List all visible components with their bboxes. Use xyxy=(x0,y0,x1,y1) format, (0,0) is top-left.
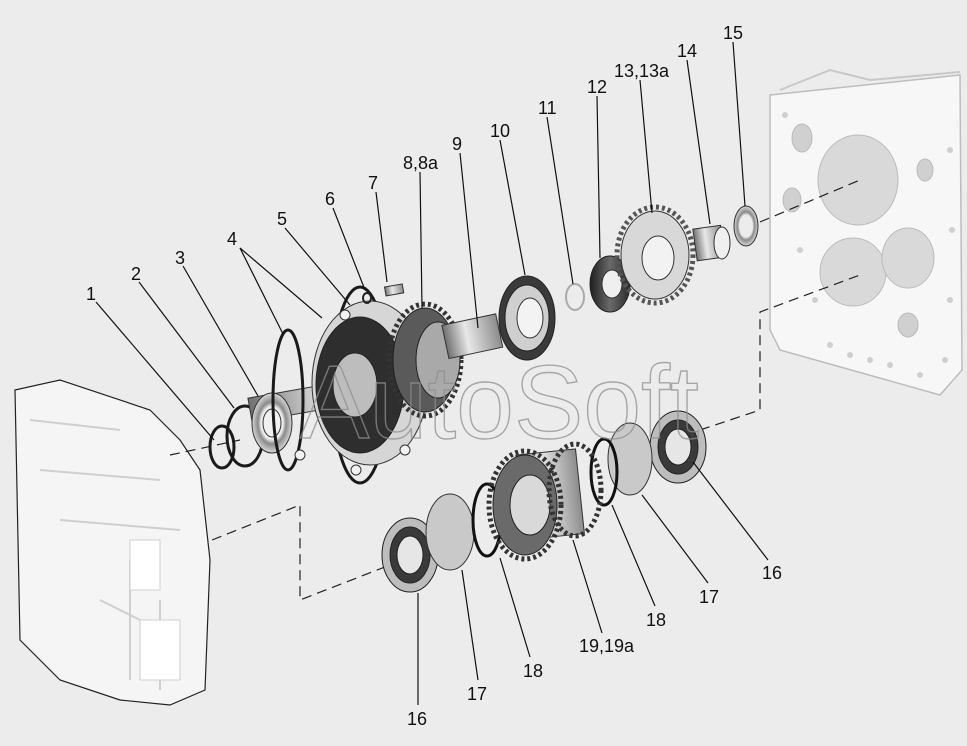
label-19: 19,19a xyxy=(579,636,635,656)
part-4-ring-a xyxy=(271,328,305,472)
part-12-splined-hub xyxy=(589,255,631,313)
part-9-hub xyxy=(441,313,504,360)
label-17-left: 17 xyxy=(467,684,487,704)
label-11: 11 xyxy=(538,98,557,118)
label-9: 9 xyxy=(452,134,462,154)
part-1-snap-ring xyxy=(208,424,236,470)
label-17-right: 17 xyxy=(699,587,719,607)
label-14: 14 xyxy=(677,41,697,61)
label-16-right: 16 xyxy=(762,563,782,583)
part-10-sleeve xyxy=(498,275,556,361)
label-4: 4 xyxy=(227,229,237,249)
label-5: 5 xyxy=(277,209,287,229)
part-17-washer-left xyxy=(425,493,475,571)
part-17-washer-right xyxy=(607,422,653,496)
label-12: 12 xyxy=(587,77,607,97)
part-14-needle-bearing xyxy=(692,224,731,262)
leader-lines xyxy=(95,41,769,705)
label-13: 13,13a xyxy=(614,61,670,81)
label-18-right: 18 xyxy=(646,610,666,630)
watermark-text: AutoSoft xyxy=(300,345,699,461)
part-7-pin xyxy=(383,283,405,297)
left-housing xyxy=(14,379,211,706)
label-16-left: 16 xyxy=(407,709,427,729)
part-labels: 1 2 3 4 5 6 7 8,8a 9 10 11 12 13,13a 14 … xyxy=(86,23,782,729)
label-1: 1 xyxy=(86,284,96,304)
part-19-double-gear xyxy=(486,441,604,562)
label-18-left: 18 xyxy=(523,661,543,681)
right-housing-plate xyxy=(769,68,963,396)
label-3: 3 xyxy=(175,248,185,268)
label-6: 6 xyxy=(325,189,335,209)
label-15: 15 xyxy=(723,23,743,43)
label-10: 10 xyxy=(490,121,510,141)
part-16-bearing-right xyxy=(649,410,707,484)
label-7: 7 xyxy=(368,173,378,193)
label-8: 8,8a xyxy=(403,153,439,173)
axis-lines xyxy=(169,179,861,601)
label-2: 2 xyxy=(131,264,141,284)
part-16-bearing-left xyxy=(381,517,439,593)
part-13-gear xyxy=(614,204,696,306)
part-18-ring-right xyxy=(589,437,619,507)
part-6-o-ring xyxy=(362,292,372,304)
part-11-ring xyxy=(565,283,585,311)
part-15-washer xyxy=(733,205,759,247)
